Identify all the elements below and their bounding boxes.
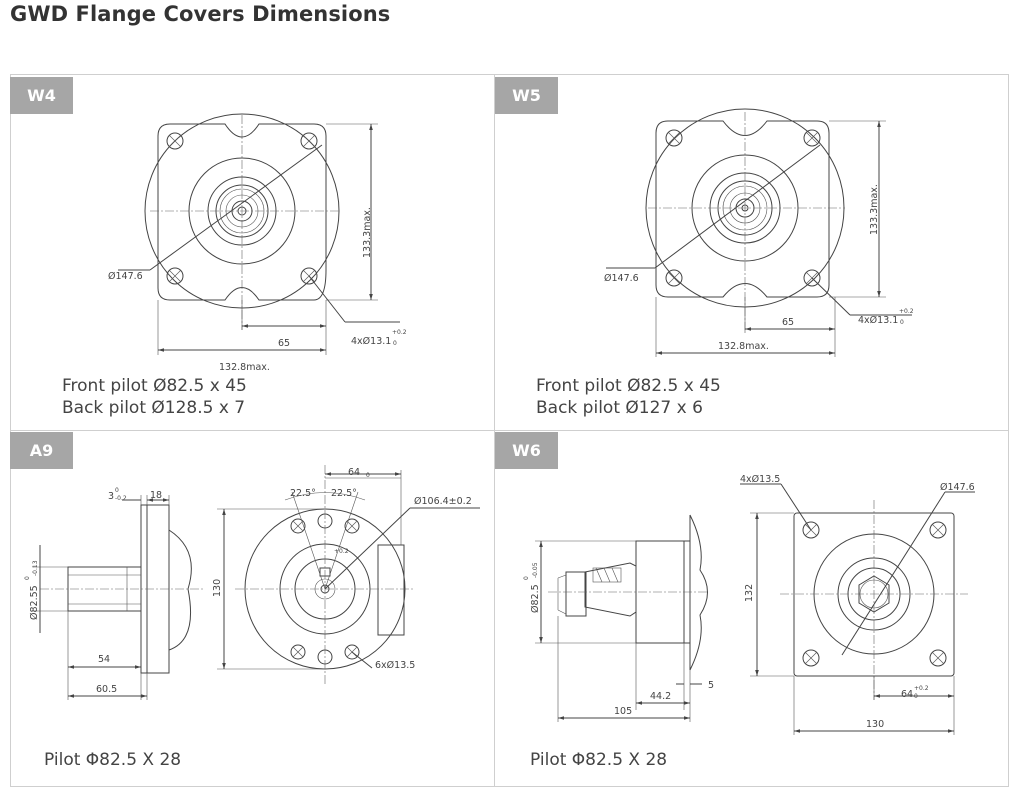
a9-label-angle-right: 22.5°	[331, 488, 357, 499]
w6-label-holes: 4xØ13.5	[740, 474, 780, 485]
a9-caption-pilot: Pilot Φ82.5 X 28	[44, 750, 182, 770]
a9-label-height: 130	[212, 579, 223, 597]
grid-divider-horizontal	[10, 430, 1009, 431]
w4-label-half-width: 65	[278, 338, 290, 349]
w4-label-holes: 4xØ13.1	[351, 336, 391, 347]
a9-label-pilot-len: 3	[108, 491, 114, 502]
w6-label-width: 130	[866, 719, 884, 730]
w6-caption-pilot: Pilot Φ82.5 X 28	[530, 750, 668, 770]
page-title: GWD Flange Covers Dimensions	[10, 2, 391, 26]
w5-label-diameter: Ø147.6	[604, 273, 639, 284]
a9-label-small-tol: +0.2	[334, 548, 349, 555]
w5-label-width: 132.8max.	[718, 341, 769, 352]
a9-side-view-drawing	[33, 495, 205, 700]
a9-label-flange-thk: 18	[150, 490, 162, 501]
w5-caption-back-pilot: Back pilot Ø127 x 6	[536, 398, 703, 418]
w6-label-half-width: 64	[901, 689, 913, 700]
a9-label-bolt-circle: Ø106.4±0.2	[414, 496, 472, 507]
w6-label-bolt-circle: Ø147.6	[940, 482, 975, 493]
w6-label-pilot-dia-tol-upper: 0	[523, 576, 530, 580]
w5-label-holes: 4xØ13.1	[858, 315, 898, 326]
w5-flange-drawing	[606, 108, 912, 357]
a9-label-overall-len: 60.5	[96, 684, 117, 695]
w4-flange-drawing	[118, 113, 400, 355]
w5-label-height: 133.3max.	[869, 184, 880, 235]
w6-label-height: 132	[744, 584, 755, 602]
a9-label-pilot-len-tol-lower: -0.2	[115, 495, 127, 502]
a9-label-holes: 6xØ13.5	[375, 660, 415, 671]
w6-label-pilot-len: 5	[708, 680, 714, 691]
w4-label-holes-tol-upper: +0.2	[392, 329, 407, 336]
w6-label-face-len: 44.2	[650, 691, 671, 702]
panel-tag-w6: W6	[495, 432, 558, 469]
a9-label-width-top: 64	[348, 467, 360, 478]
w5-label-holes-tol-upper: +0.2	[899, 308, 914, 315]
a9-label-shaft-len: 54	[98, 654, 110, 665]
w4-label-holes-tol-lower: 0	[393, 340, 397, 347]
a9-label-pilot-len-tol-upper: 0	[115, 487, 119, 494]
w5-label-half-width: 65	[782, 317, 794, 328]
w6-label-half-width-tol-lower: 0	[914, 693, 918, 700]
w5-label-holes-tol-lower: 0	[900, 319, 904, 326]
a9-label-pilot-dia-tol-upper: 0	[24, 576, 31, 580]
panel-tag-w4: W4	[10, 77, 73, 114]
w6-side-view-drawing	[535, 514, 708, 722]
a9-label-pilot-dia-tol-lower: -0.13	[32, 560, 39, 576]
w4-label-width: 132.8max.	[219, 362, 270, 373]
a9-front-view-drawing	[217, 465, 480, 685]
w6-label-pilot-dia: Ø82.5	[530, 584, 541, 613]
w5-caption-front-pilot: Front pilot Ø82.5 x 45	[536, 376, 721, 396]
w6-label-overall-len: 105	[614, 706, 632, 717]
w4-label-height: 133.3max.	[362, 207, 373, 258]
w6-label-pilot-dia-tol-lower: -0.05	[532, 562, 539, 578]
a9-label-width-top-tol: 0	[366, 472, 370, 479]
panel-tag-a9: A9	[10, 432, 73, 469]
w4-caption-back-pilot: Back pilot Ø128.5 x 7	[62, 398, 246, 418]
w6-label-half-width-tol-upper: +0.2	[914, 685, 929, 692]
a9-label-angle-left: 22.5°	[290, 488, 316, 499]
panel-tag-w5: W5	[495, 77, 558, 114]
w4-label-diameter: Ø147.6	[108, 271, 143, 282]
w4-caption-front-pilot: Front pilot Ø82.5 x 45	[62, 376, 247, 396]
a9-label-pilot-dia: Ø82.55	[29, 585, 40, 620]
w6-front-view-drawing	[740, 483, 975, 735]
